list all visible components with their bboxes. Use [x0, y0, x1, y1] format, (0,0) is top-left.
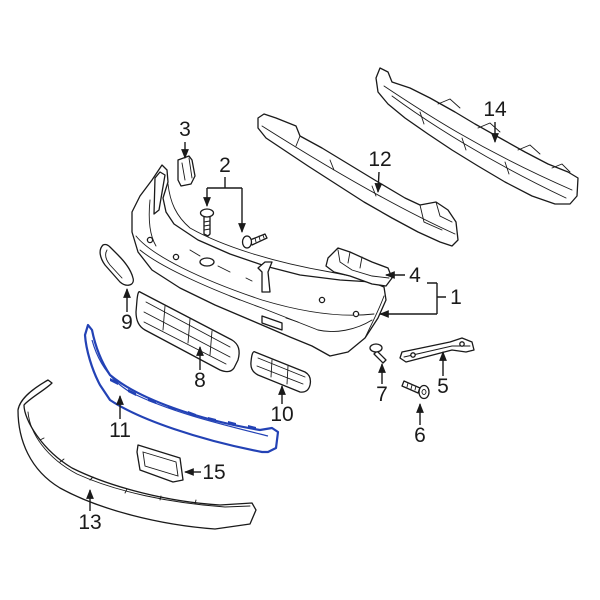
callout-9: 9: [121, 288, 133, 334]
part-10: [250, 351, 312, 393]
callout-12-label: 12: [368, 148, 391, 171]
callout-11: 11: [109, 395, 131, 442]
callout-7: 7: [376, 363, 388, 406]
callout-3-label: 3: [179, 118, 191, 141]
callout-7-label: 7: [376, 383, 388, 406]
callout-15: 15: [184, 461, 226, 484]
part-14: [375, 67, 579, 205]
part-15: [136, 444, 184, 483]
part-8: [135, 291, 240, 373]
callout-5: 5: [437, 351, 449, 398]
callout-12-arrow: [374, 171, 383, 193]
callout-3: 3: [179, 118, 191, 159]
callout-10: 10: [270, 385, 294, 426]
callout-13: 13: [78, 489, 102, 534]
callout-9-label: 9: [121, 311, 133, 334]
part-9: [99, 243, 134, 286]
callout-6-label: 6: [414, 424, 426, 447]
part-7: [369, 343, 387, 364]
callout-14-label: 14: [483, 98, 507, 121]
callout-15-label: 15: [202, 461, 225, 484]
callout-1-label: 1: [450, 286, 462, 309]
callout-2-label: 2: [219, 154, 231, 177]
callout-4: 4: [385, 264, 421, 287]
callout-4-label: 4: [409, 264, 421, 287]
callout-10-label: 10: [270, 403, 293, 426]
part-2: [199, 208, 268, 249]
callout-2-bracket: [207, 177, 242, 189]
callout-13-label: 13: [78, 511, 101, 534]
part-4: [325, 247, 393, 287]
callout-6: 6: [414, 403, 426, 447]
part-6: [401, 380, 430, 400]
callout-14: 14: [483, 98, 507, 143]
part-5: [399, 337, 475, 363]
callout-5-label: 5: [437, 375, 449, 398]
callout-11-label: 11: [109, 419, 131, 442]
callout-1: 1: [379, 282, 462, 318]
part-1: [131, 164, 387, 357]
callout-2: 2: [203, 154, 246, 233]
part-13: [17, 379, 257, 530]
callout-8: 8: [194, 346, 206, 392]
callout-8-label: 8: [194, 369, 206, 392]
part-11: [83, 323, 280, 454]
part-3: [177, 155, 196, 187]
part-12: [257, 113, 459, 247]
callout-12: 12: [368, 148, 392, 193]
callout-1-bracket: [427, 282, 446, 314]
